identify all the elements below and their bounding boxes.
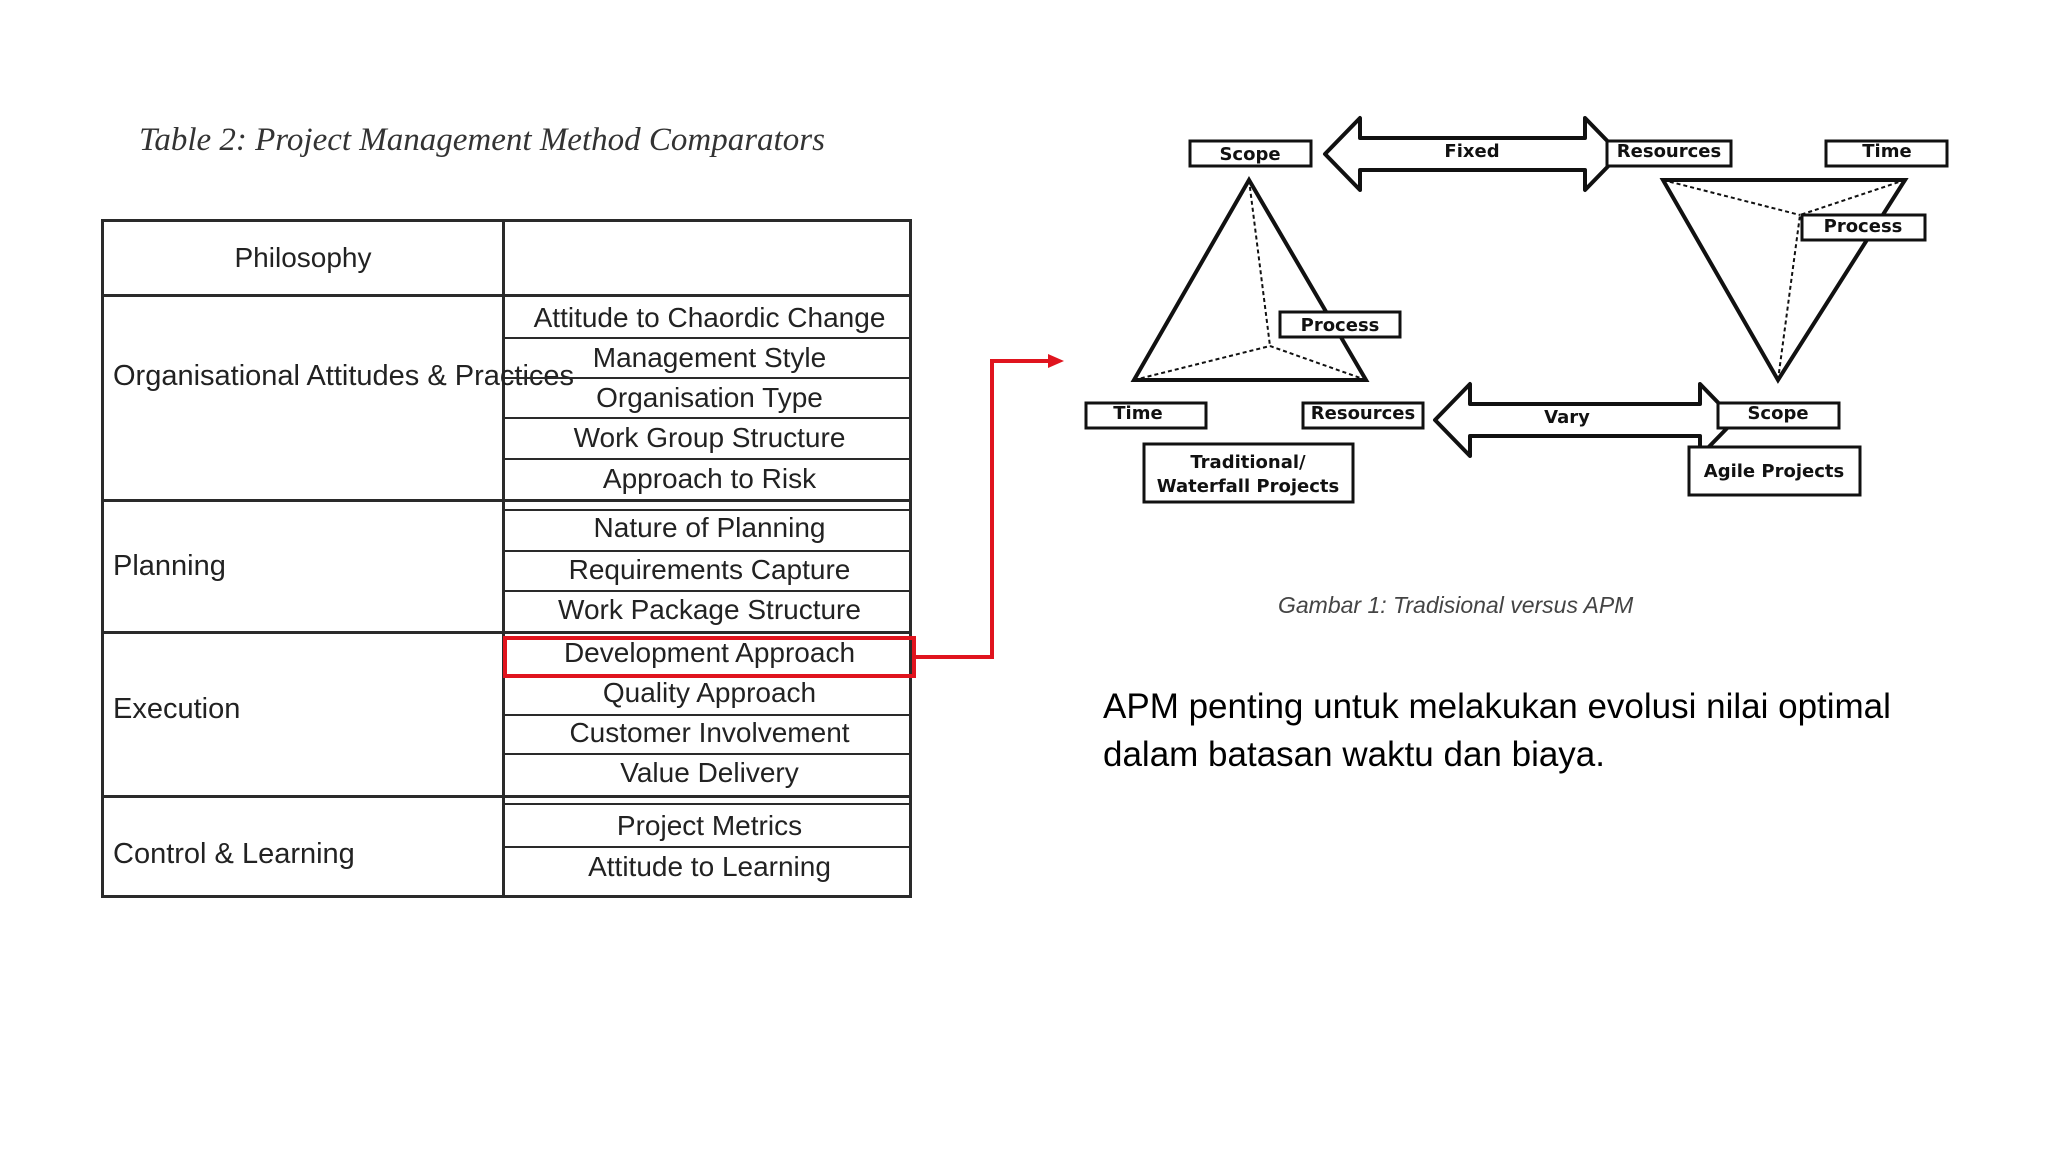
trad-process-box: Process xyxy=(1278,310,1402,339)
item-management-style: Management Style xyxy=(592,342,827,373)
traditional-triangle xyxy=(1130,176,1370,382)
trad-time-box: Time xyxy=(1084,401,1208,430)
header-philosophy: Philosophy xyxy=(234,242,372,273)
agile-time-box: Time xyxy=(1824,139,1949,168)
figure-caption: Gambar 1: Tradisional versus APM xyxy=(1278,592,1634,618)
fixed-arrow: Fixed xyxy=(1323,116,1622,192)
row-divider xyxy=(505,803,912,805)
body-text: APM penting untuk melakukan evolusi nila… xyxy=(1103,687,1891,774)
svg-text:Traditional/: Traditional/ xyxy=(1190,452,1306,473)
category-planning: Planning xyxy=(113,550,226,582)
group-divider xyxy=(104,499,909,502)
traditional-vs-agile-diagram: Fixed Vary Scope Process Time Resources … xyxy=(1084,116,1949,504)
agile-process-box: Process xyxy=(1800,213,1927,242)
table-caption: Table 2: Project Management Method Compa… xyxy=(139,122,825,158)
category-organisational: Organisational Attitudes & Practices xyxy=(113,360,575,392)
category-control-learning: Control & Learning xyxy=(113,838,355,870)
vary-label: Vary xyxy=(1544,407,1590,428)
trad-scope-box: Scope xyxy=(1188,139,1313,168)
row-divider xyxy=(505,377,912,379)
column-divider xyxy=(502,222,505,895)
row-divider xyxy=(505,509,912,511)
agile-resources-box: Resources xyxy=(1605,139,1733,168)
row-divider xyxy=(505,550,912,552)
item-development-approach: Development Approach xyxy=(563,637,856,668)
fixed-label: Fixed xyxy=(1444,141,1499,162)
item-value-delivery: Value Delivery xyxy=(620,757,799,788)
agile-title-box: Agile Projects xyxy=(1687,445,1862,497)
row-divider xyxy=(505,458,912,460)
row-divider xyxy=(505,714,912,716)
row-divider xyxy=(505,753,912,755)
svg-text:Waterfall Projects: Waterfall Projects xyxy=(1157,476,1339,497)
svg-text:Agile Projects: Agile Projects xyxy=(1704,461,1844,482)
item-nature-of-planning: Nature of Planning xyxy=(593,512,826,543)
svg-text:Scope: Scope xyxy=(1747,403,1808,424)
row-divider xyxy=(505,590,912,592)
category-execution: Execution xyxy=(113,693,241,725)
svg-text:Process: Process xyxy=(1824,216,1903,237)
row-divider xyxy=(505,337,912,339)
item-attitude-to-learning: Attitude to Learning xyxy=(588,851,831,882)
item-attitude-chaordic-change: Attitude to Chaordic Change xyxy=(533,302,886,333)
item-approach-to-risk: Approach to Risk xyxy=(602,463,817,494)
item-organisation-type: Organisation Type xyxy=(596,382,823,413)
svg-text:Resources: Resources xyxy=(1311,403,1415,424)
svg-text:Time: Time xyxy=(1113,403,1162,424)
agile-scope-box: Scope xyxy=(1716,401,1841,430)
group-divider xyxy=(104,631,909,634)
header-right-empty xyxy=(505,222,912,294)
row-divider xyxy=(104,294,909,297)
svg-text:Scope: Scope xyxy=(1219,144,1280,165)
row-divider xyxy=(505,417,912,419)
svg-text:Time: Time xyxy=(1862,141,1911,162)
trad-resources-box: Resources xyxy=(1301,401,1425,430)
trad-title-box: Traditional/ Waterfall Projects xyxy=(1142,442,1355,504)
item-project-metrics: Project Metrics xyxy=(616,810,803,841)
comparator-table: Philosophy Organisational Attitudes & Pr… xyxy=(101,219,912,898)
item-work-group-structure: Work Group Structure xyxy=(573,422,846,453)
item-requirements-capture: Requirements Capture xyxy=(568,554,851,585)
agile-triangle xyxy=(1659,178,1909,384)
item-work-package-structure: Work Package Structure xyxy=(558,594,861,625)
highlight-box xyxy=(503,636,916,678)
vary-arrow: Vary xyxy=(1433,382,1737,458)
svg-text:Process: Process xyxy=(1301,315,1380,336)
svg-text:Resources: Resources xyxy=(1617,141,1721,162)
row-divider xyxy=(505,846,912,848)
item-quality-approach: Quality Approach xyxy=(602,677,817,708)
group-divider xyxy=(104,795,909,798)
item-customer-involvement: Customer Involvement xyxy=(569,717,850,748)
